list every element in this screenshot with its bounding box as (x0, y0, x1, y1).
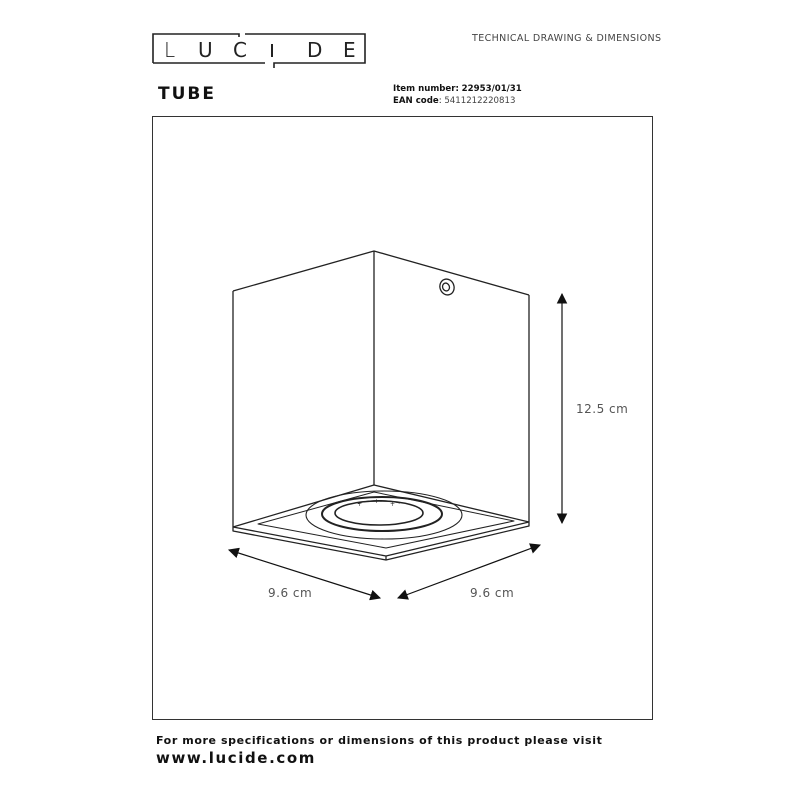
ean-value: 5411212220813 (444, 96, 516, 106)
svg-text:+: + (357, 501, 362, 508)
brand-logo: L U C D E (152, 32, 367, 68)
width-right-dimension-label: 9.6 cm (470, 586, 515, 600)
mounting-screw-icon (439, 278, 455, 296)
spot-ring: + + + (305, 490, 463, 540)
svg-text:+: + (374, 498, 379, 505)
product-meta: Item number: 22953/01/31 EAN code: 54112… (393, 83, 522, 107)
item-number-row: Item number: 22953/01/31 (393, 83, 522, 95)
ean-label: EAN code (393, 96, 439, 106)
fixture-body (232, 250, 530, 561)
svg-text:+: + (390, 501, 395, 508)
logo-letter-c: C (233, 38, 247, 62)
footer-note: For more specifications or dimensions of… (156, 734, 603, 747)
document-type-label: TECHNICAL DRAWING & DIMENSIONS (472, 33, 662, 44)
width-right-arrow (396, 543, 542, 600)
logo-letter-i (271, 44, 273, 57)
item-number-value: 22953/01/31 (461, 84, 522, 94)
logo-letter-d: D (307, 38, 323, 62)
width-left-dimension-label: 9.6 cm (268, 586, 313, 600)
lucide-logo-frame (152, 33, 366, 68)
height-dimension-label: 12.5 cm (576, 402, 629, 416)
item-number-label: Item number: (393, 84, 459, 94)
ean-row: EAN code: 5411212220813 (393, 95, 522, 107)
drawing-frame (152, 116, 653, 720)
logo-letter-u: U (198, 38, 213, 62)
website-link[interactable]: www.lucide.com (156, 749, 316, 767)
product-name: TUBE (158, 84, 216, 104)
width-left-arrow (227, 547, 382, 601)
logo-letter-e: E (343, 38, 356, 62)
ean-separator: : (438, 96, 442, 106)
dimension-arrows (227, 292, 568, 601)
logo-letter-l: L (164, 38, 176, 62)
